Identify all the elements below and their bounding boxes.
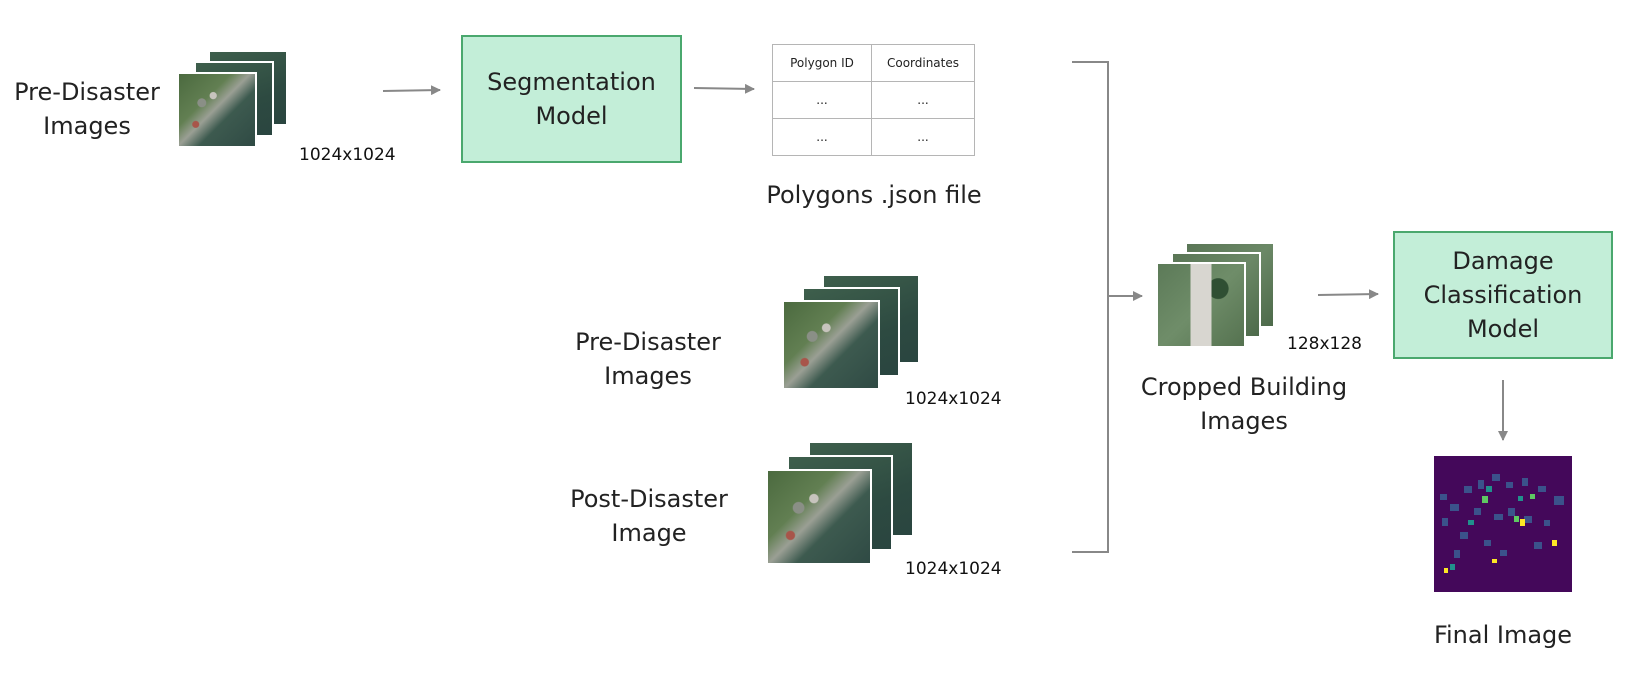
post-disaster-image-label: Post-Disaster Image (566, 482, 732, 550)
final-image (1434, 456, 1572, 592)
cropped-label-line1: Cropped Building (1140, 373, 1348, 401)
segmentation-model-line1: Segmentation (487, 68, 656, 96)
table-row: ... ... (772, 118, 975, 156)
pre-disaster-label-mid-line1: Pre-Disaster (575, 328, 721, 356)
damage-model-line2: Classification (1423, 281, 1583, 309)
segmentation-model-line2: Model (535, 102, 608, 130)
building-crop-front (1156, 262, 1246, 348)
cropped-label-line2: Images (1200, 407, 1288, 435)
post-disaster-label-line1: Post-Disaster (570, 485, 728, 513)
post-disaster-label-line2: Image (611, 519, 687, 547)
cropped-building-images-label: Cropped Building Images (1136, 370, 1352, 438)
header-polygon-id: Polygon ID (772, 44, 872, 82)
arrow-segmentation-to-polygons (693, 83, 755, 94)
header-coordinates: Coordinates (871, 44, 975, 82)
resolution-label-cropped: 128x128 (1287, 334, 1362, 354)
resolution-label-top: 1024x1024 (299, 145, 396, 165)
pre-disaster-label-top-line1: Pre-Disaster (14, 78, 160, 106)
satellite-image-front (177, 72, 257, 148)
table-row: ... ... (772, 81, 975, 119)
damage-model-line3: Model (1466, 315, 1540, 343)
satellite-image-front (782, 300, 880, 390)
satellite-image-front (766, 469, 872, 565)
pre-disaster-images-label-mid: Pre-Disaster Images (568, 325, 728, 393)
polygons-json-caption: Polygons .json file (766, 181, 982, 209)
damage-classification-model-box: Damage Classification Model (1393, 231, 1613, 359)
bracket-merge (1072, 61, 1109, 553)
pre-disaster-label-top-line2: Images (43, 112, 131, 140)
resolution-label-post: 1024x1024 (905, 559, 1002, 579)
arrow-cropped-to-damage (1317, 289, 1379, 300)
table-header-row: Polygon ID Coordinates (772, 44, 975, 82)
polygons-table: Polygon ID Coordinates ... ... ... ... (772, 44, 975, 156)
table-cell: ... (772, 81, 872, 119)
pre-disaster-images-label-top: Pre-Disaster Images (8, 75, 166, 143)
table-cell: ... (871, 118, 975, 156)
pre-disaster-label-mid-line2: Images (604, 362, 692, 390)
table-cell: ... (871, 81, 975, 119)
final-image-label: Final Image (1433, 621, 1573, 649)
segmentation-model-box: Segmentation Model (461, 35, 682, 163)
table-cell: ... (772, 118, 872, 156)
arrow-input-to-segmentation (382, 85, 441, 96)
damage-model-line1: Damage (1452, 247, 1554, 275)
resolution-label-mid: 1024x1024 (905, 389, 1002, 409)
